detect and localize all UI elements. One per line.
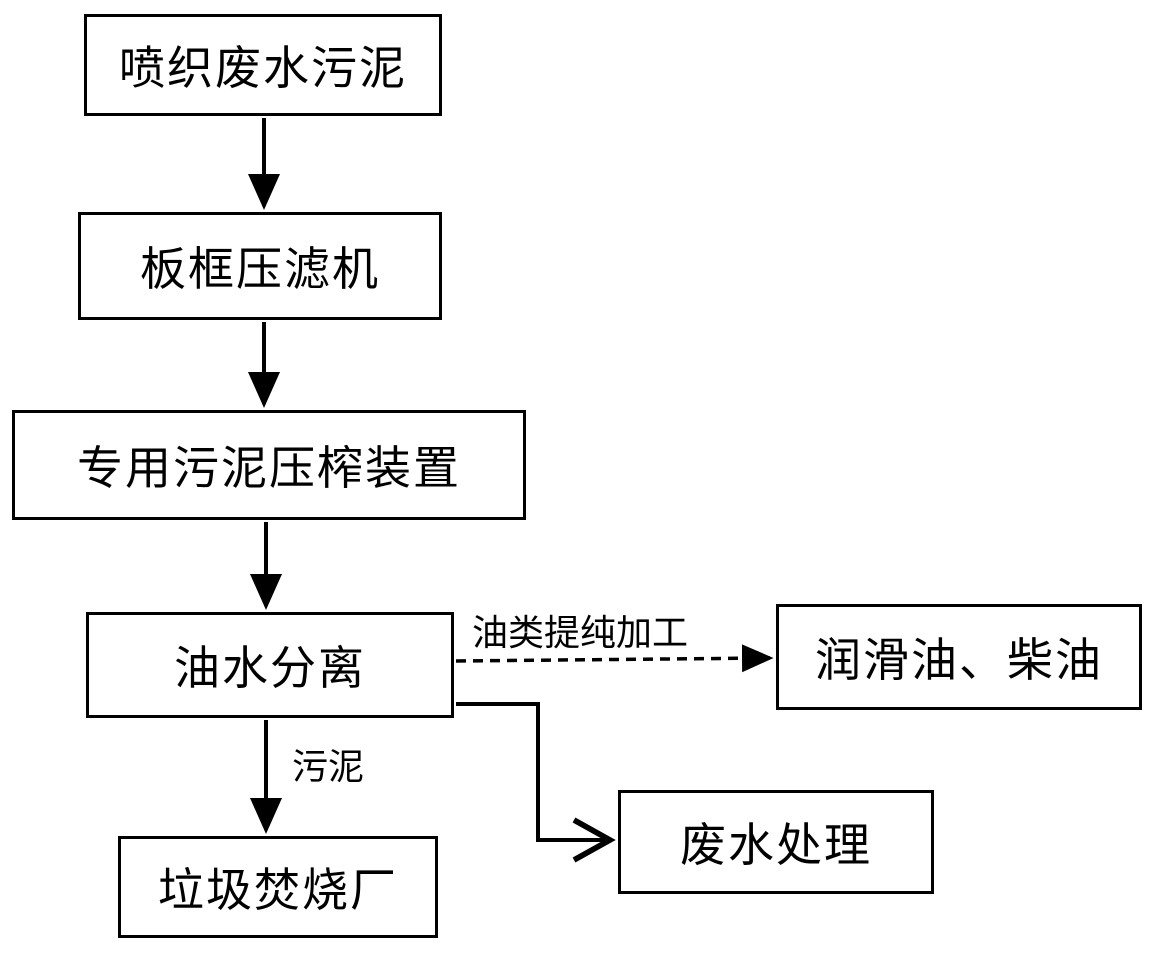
node-sludge-squeezing-device: 专用污泥压榨装置 — [12, 410, 526, 520]
node-wastewater-treatment: 废水处理 — [618, 790, 934, 894]
node-spray-weaving-sludge: 喷织废水污泥 — [84, 14, 442, 116]
edge-label-oil-refining: 油类提纯加工 — [472, 613, 689, 654]
node-oil-water-separation: 油水分离 — [86, 612, 454, 718]
edge-label-sludge: 污泥 — [292, 747, 365, 788]
node-plate-frame-filter-press: 板框压滤机 — [78, 212, 442, 320]
node-lubricant-diesel: 润滑油、柴油 — [776, 604, 1142, 710]
node-incineration-plant: 垃圾焚烧厂 — [118, 836, 438, 938]
dashed-arrow-separation-to-oil — [455, 644, 774, 673]
arrow-separation-to-wastewater — [456, 702, 616, 863]
